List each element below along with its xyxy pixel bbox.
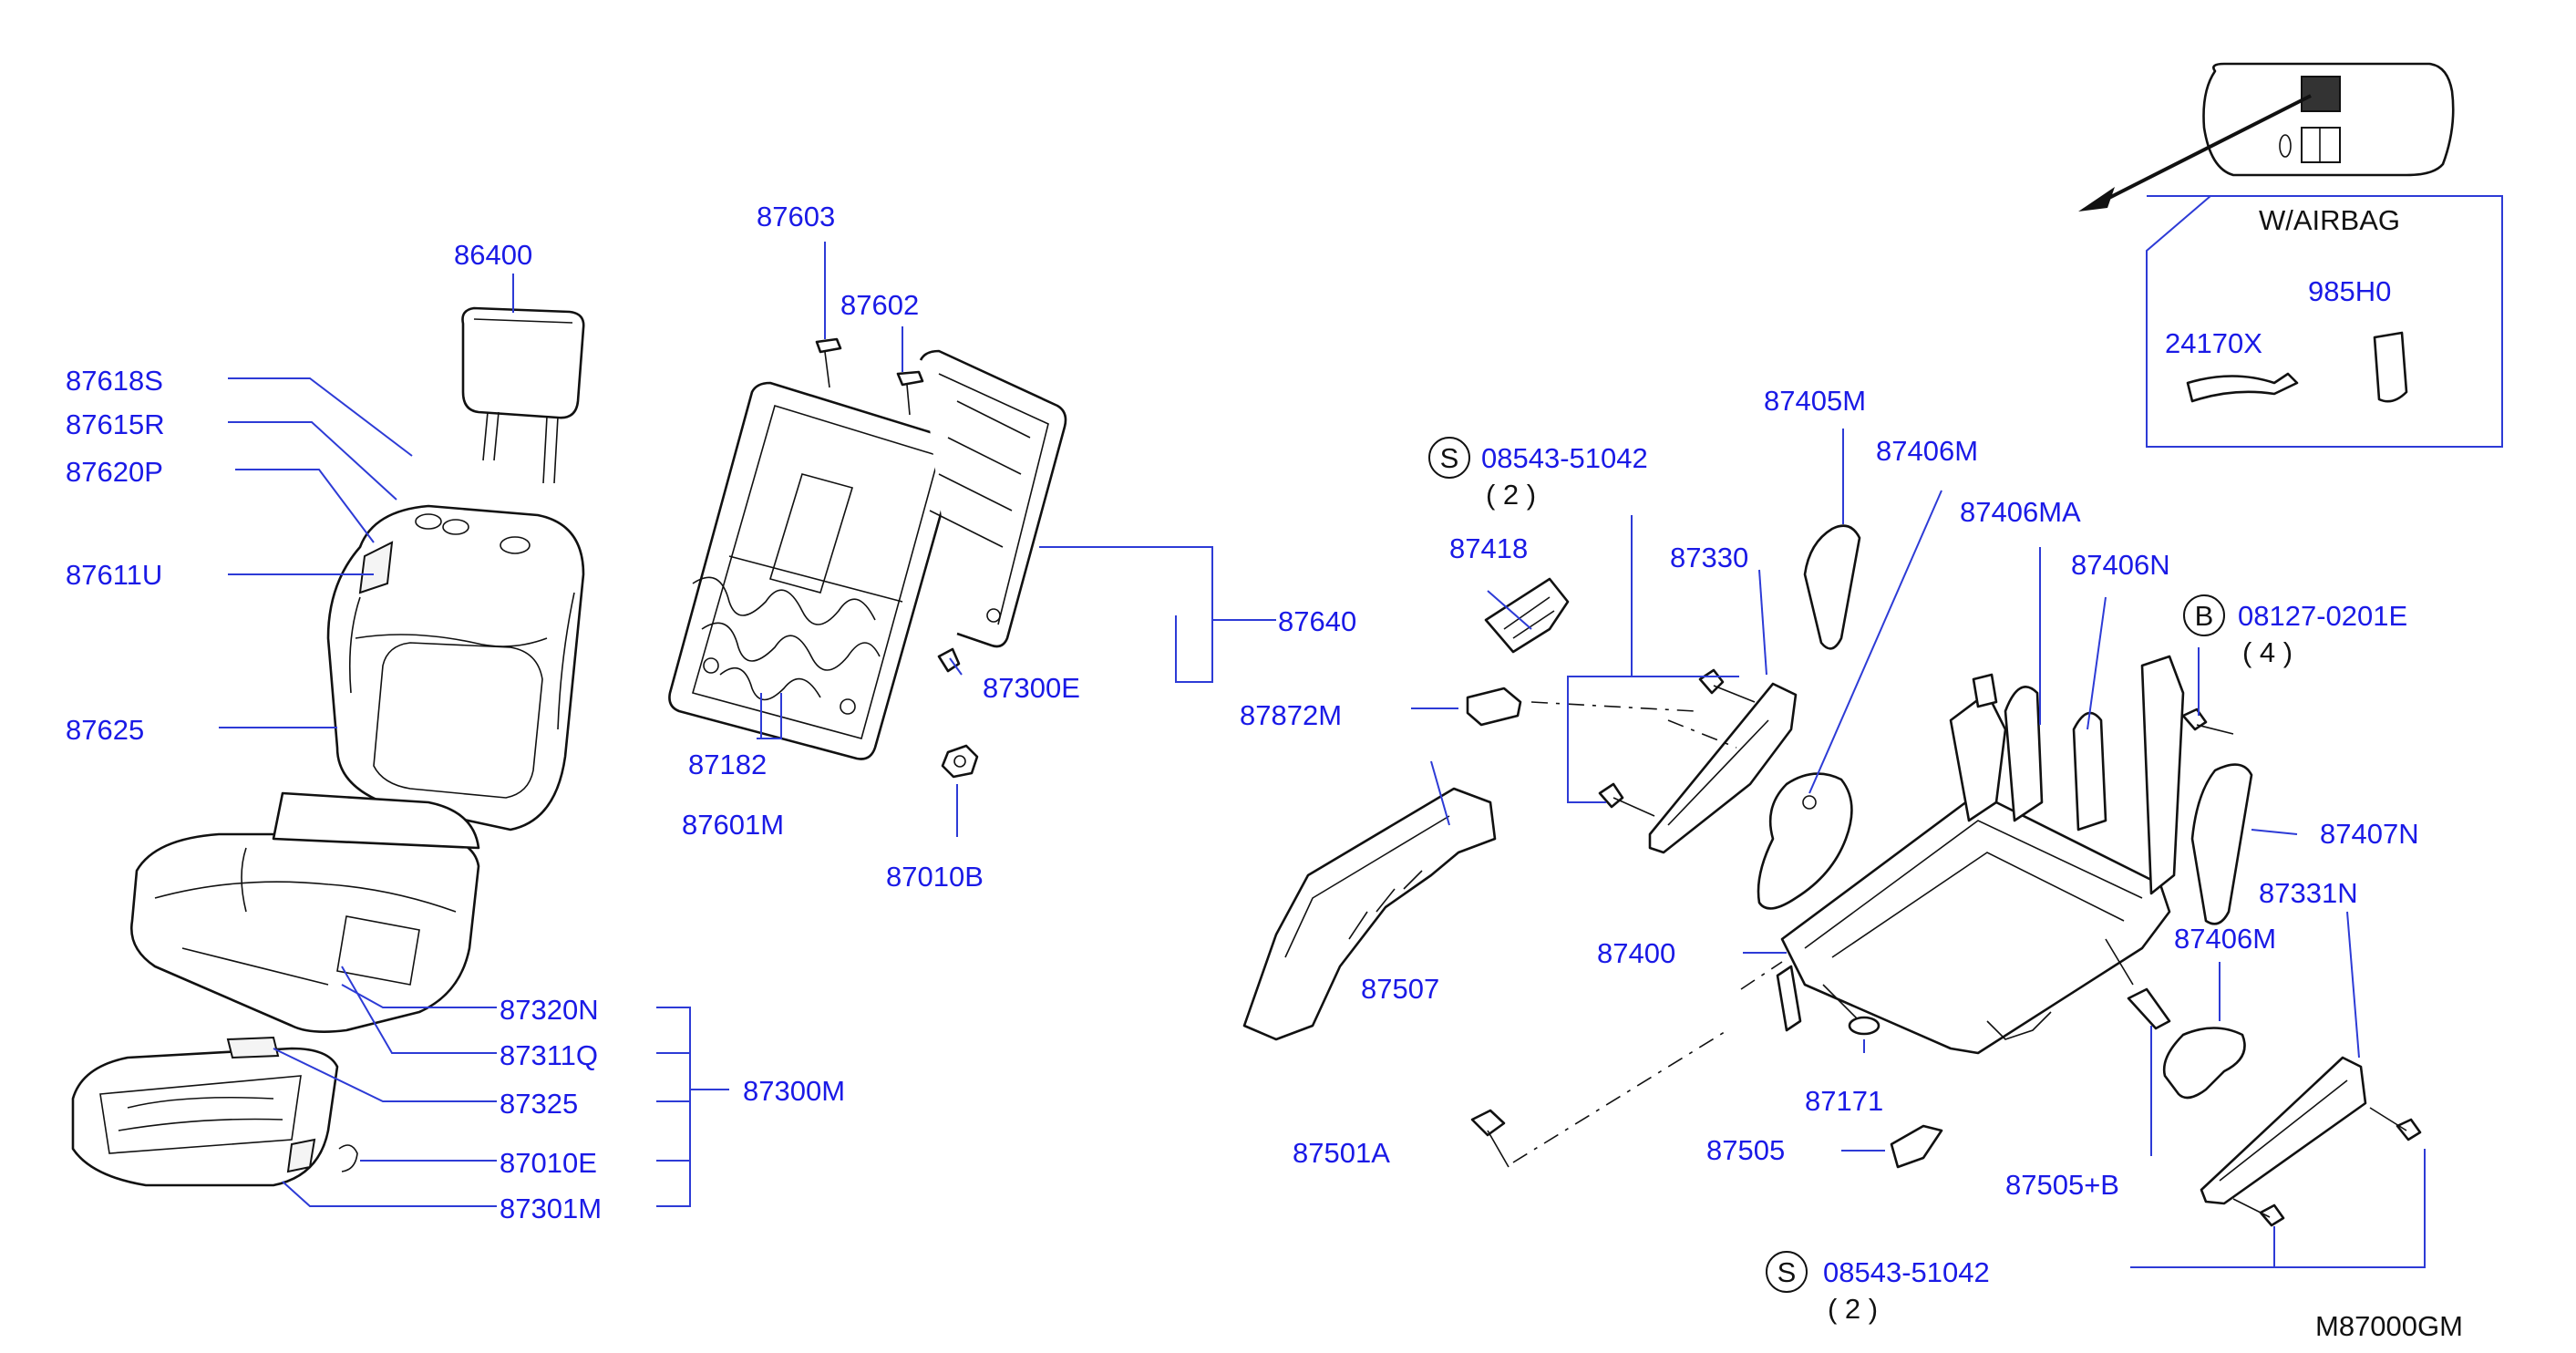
label-87331N: 87331N (2259, 877, 2358, 909)
plate-87406M-top-drawing (1757, 772, 1853, 910)
label-87615R: 87615R (66, 408, 165, 440)
label-87603: 87603 (757, 201, 835, 232)
plate-87406M-bottom-drawing (2162, 1027, 2246, 1100)
airbag-inset-box (2146, 195, 2503, 448)
label-bolt-s-bottom-qty: ( 2 ) (1828, 1293, 1878, 1325)
label-87507: 87507 (1361, 973, 1439, 1005)
label-87406N: 87406N (2071, 549, 2170, 581)
label-87406M-top: 87406M (1876, 435, 1978, 467)
seat-back-drawing (326, 504, 585, 831)
label-bolt-s-top-qty: ( 2 ) (1486, 479, 1536, 511)
label-87625: 87625 (66, 714, 144, 746)
label-87325: 87325 (500, 1088, 578, 1120)
headrest-drawing (461, 306, 585, 484)
label-87407N: 87407N (2320, 818, 2419, 850)
washer-87171-drawing (1848, 1016, 1880, 1036)
label-985H0: 985H0 (2308, 275, 2391, 307)
label-86400: 86400 (454, 239, 532, 271)
symbol-s-bottom: S (1777, 1256, 1797, 1288)
label-87300M: 87300M (743, 1075, 845, 1107)
side-cover-87507-drawing (1242, 787, 1497, 1041)
label-87405M: 87405M (1764, 385, 1866, 417)
label-87611U: 87611U (66, 559, 162, 591)
label-24170X: 24170X (2165, 327, 2262, 359)
label-87320N: 87320N (500, 994, 599, 1026)
label-87418: 87418 (1449, 532, 1528, 564)
label-87301M: 87301M (500, 1193, 602, 1224)
leader-lines (219, 242, 2426, 1268)
label-87406MA: 87406MA (1960, 496, 2081, 528)
seat-back-frame-drawing (668, 381, 959, 760)
label-87171: 87171 (1805, 1085, 1883, 1117)
seat-track-assembly-87400-drawing (1776, 655, 2185, 1055)
label-87501A: 87501A (1293, 1137, 1390, 1169)
label-87330: 87330 (1670, 542, 1748, 573)
small-clips-drawing (815, 337, 979, 779)
label-87400: 87400 (1597, 937, 1675, 969)
label-87602: 87602 (840, 289, 919, 321)
label-87872M: 87872M (1240, 699, 1342, 731)
label-bolt-b: 08127-0201E (2238, 600, 2407, 632)
cover-87405M-drawing (1803, 524, 1861, 650)
vehicle-seat-locator-icon (2078, 62, 2455, 212)
label-87601M: 87601M (682, 809, 784, 841)
diagram-code: M87000GM (2315, 1310, 2463, 1342)
label-87010E: 87010E (500, 1147, 597, 1179)
part-87505B-drawing (2127, 987, 2171, 1030)
part-87505-drawing (1890, 1124, 1943, 1169)
label-87640: 87640 (1278, 605, 1356, 637)
label-87505: 87505 (1706, 1134, 1785, 1166)
cover-87407N-drawing (2190, 763, 2253, 925)
seat-cushion-drawing (129, 791, 480, 1033)
label-87010B: 87010B (886, 861, 984, 893)
label-87311Q: 87311Q (500, 1039, 598, 1071)
label-87406M-bottom: 87406M (2174, 923, 2276, 955)
bolt-87501A-drawing (1470, 1109, 1510, 1168)
label-87620P: 87620P (66, 456, 163, 488)
part-labels: 86400 87603 87602 87618S 87615R 87620P 8… (66, 201, 2463, 1342)
bolt-B-drawing (2181, 707, 2234, 735)
label-87300E: 87300E (983, 672, 1080, 704)
label-bolt-b-qty: ( 4 ) (2242, 636, 2293, 668)
symbol-b: B (2195, 600, 2214, 632)
label-87618S: 87618S (66, 365, 163, 397)
part-87872M-drawing (1466, 687, 1522, 727)
part-87418-drawing (1484, 577, 1570, 654)
label-bolt-s-bottom: 08543-51042 (1823, 1256, 1990, 1288)
back-panel-drawing (919, 349, 1067, 648)
symbol-s-top: S (1440, 442, 1459, 474)
label-bolt-s-top: 08543-51042 (1481, 442, 1648, 474)
label-87182: 87182 (688, 749, 767, 780)
cushion-frame-drawing (71, 1036, 358, 1187)
bracket-87331N-drawing (2200, 1056, 2422, 1227)
airbag-box-title: W/AIRBAG (2259, 204, 2400, 236)
label-87505B: 87505+B (2005, 1169, 2119, 1201)
bracket-87330-drawing (1598, 668, 1798, 854)
